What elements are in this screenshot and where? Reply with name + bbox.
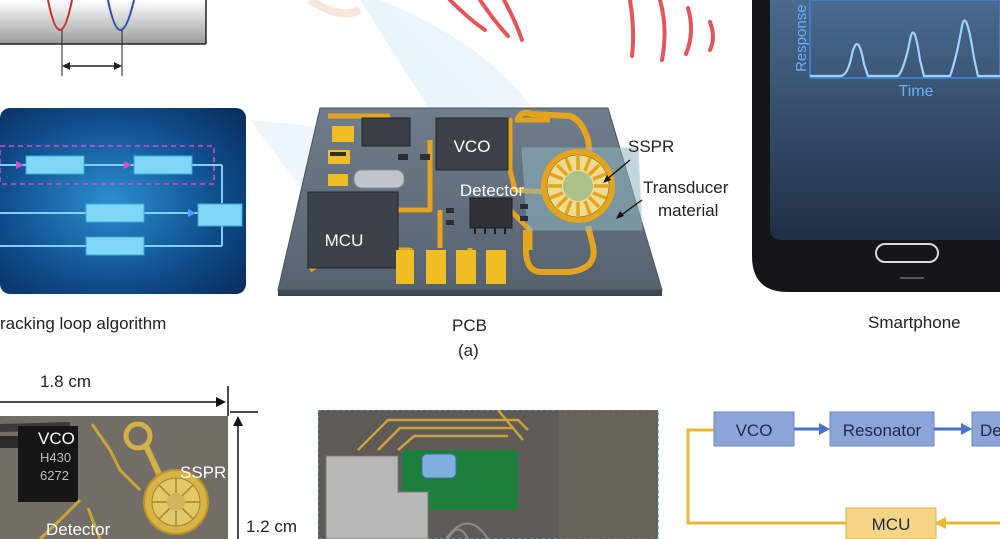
photo-vco-label: VCO bbox=[38, 429, 75, 448]
algo-block-1 bbox=[25, 155, 85, 175]
photo-detector-label: Detector bbox=[46, 520, 111, 539]
vco-chip bbox=[435, 117, 509, 171]
pcb-vco-label: VCO bbox=[454, 137, 491, 156]
photo-sspr-label: SSPR bbox=[180, 463, 226, 482]
resonator-to-detector-arrow bbox=[961, 423, 972, 435]
module-blue-component bbox=[421, 453, 457, 479]
algo-block-4 bbox=[197, 203, 243, 227]
mcu-block bbox=[845, 507, 937, 539]
response-axis-label: Response bbox=[793, 4, 810, 72]
contact-pad-3 bbox=[456, 250, 476, 284]
contact-pad-1 bbox=[396, 250, 414, 284]
module-shield-can bbox=[325, 455, 429, 539]
plot-background bbox=[0, 0, 206, 44]
phone-screen bbox=[770, 0, 1000, 240]
phone-home-button bbox=[875, 243, 939, 263]
transducer-arrow bbox=[619, 199, 643, 217]
smartphone-illustration: Response Time bbox=[752, 0, 1000, 292]
algo-block-3 bbox=[85, 203, 145, 223]
pcb-board: VCO Detector MCU bbox=[277, 107, 663, 296]
algorithm-panel bbox=[0, 108, 246, 294]
block-diagram: VCO Resonator De MCU bbox=[686, 411, 1000, 539]
contact-pad-4 bbox=[486, 250, 506, 284]
blue-resonance-curve bbox=[107, 0, 135, 31]
pcb-caption: PCB bbox=[452, 316, 487, 335]
detector-block bbox=[971, 411, 1000, 447]
red-resonance-curve bbox=[47, 0, 73, 31]
vco-block-label: VCO bbox=[736, 421, 773, 440]
photo-chip-code-1: H430 bbox=[40, 450, 71, 465]
resonator-block-label: Resonator bbox=[843, 421, 922, 440]
response-curve bbox=[810, 19, 1000, 78]
sspr-arrow bbox=[605, 159, 631, 181]
transducer-annotation-line2: material bbox=[658, 201, 719, 220]
photo-chip-code-2: 6272 bbox=[40, 468, 69, 483]
width-dimension-label: 1.8 cm bbox=[40, 372, 92, 391]
contact-pad-2 bbox=[426, 250, 446, 284]
algo-block-2 bbox=[133, 155, 193, 175]
detector-chip bbox=[469, 197, 513, 229]
vco-to-resonator-arrow bbox=[819, 423, 830, 435]
crystal-oscillator bbox=[353, 169, 405, 189]
height-dimension-label: 1.2 cm bbox=[246, 517, 298, 536]
mcu-chip bbox=[307, 191, 399, 269]
wireless-signal-icon bbox=[307, 0, 715, 62]
resonator-block bbox=[829, 411, 935, 447]
algo-block-5 bbox=[85, 236, 145, 256]
time-axis-label: Time bbox=[899, 83, 934, 100]
resonance-plot-fragment bbox=[0, 0, 207, 76]
detector-block-label: De bbox=[980, 421, 1000, 440]
photo-vco-chip bbox=[18, 426, 78, 502]
algorithm-caption: racking loop algorithm bbox=[0, 314, 167, 333]
vco-block bbox=[713, 411, 795, 447]
small-chip bbox=[361, 117, 411, 147]
sspr-annotation: SSPR bbox=[628, 137, 675, 156]
transducer-annotation-line1: Transducer bbox=[643, 178, 729, 197]
response-plot-frame bbox=[809, 0, 1000, 79]
sspr-resonator bbox=[541, 149, 615, 223]
board-photo: VCO H430 6272 SSPR Detector bbox=[0, 386, 258, 539]
module-photo bbox=[318, 410, 659, 539]
pcb-detector-label: Detector bbox=[460, 181, 525, 200]
feedback-loop-line bbox=[686, 428, 846, 525]
panel-label: (a) bbox=[458, 341, 479, 360]
mcu-block-label: MCU bbox=[872, 515, 911, 534]
smartphone-caption: Smartphone bbox=[868, 313, 961, 332]
pcb-mcu-label: MCU bbox=[325, 231, 364, 250]
